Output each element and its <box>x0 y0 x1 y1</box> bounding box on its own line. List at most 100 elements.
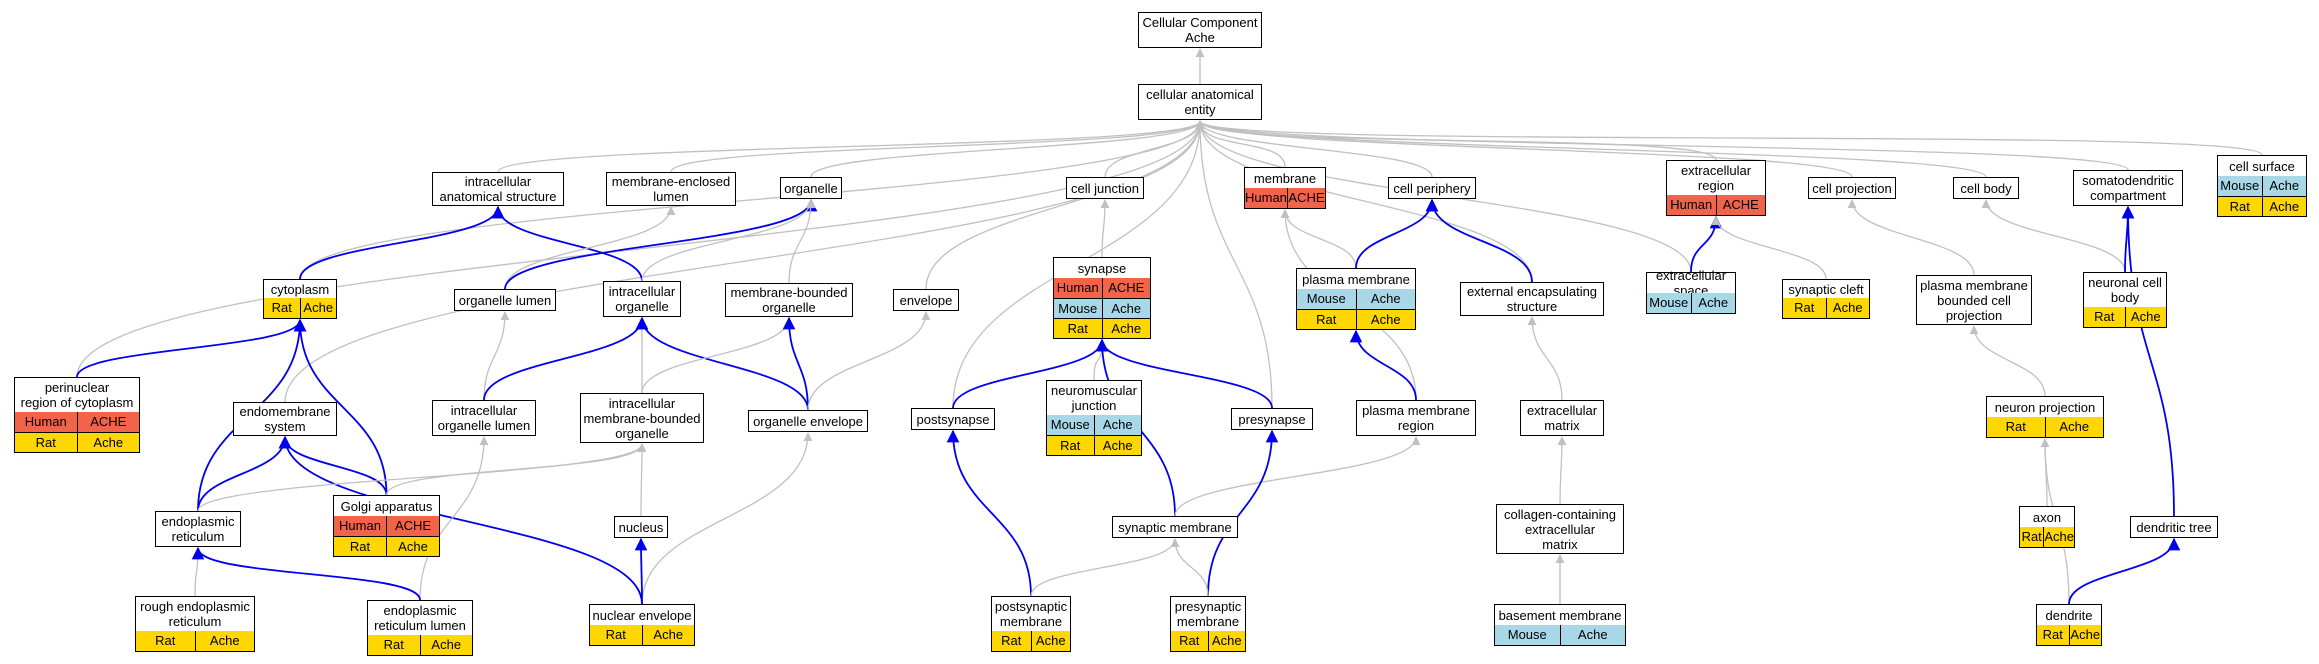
edge-is-a-mbo-to-organelle <box>788 199 816 284</box>
term-node-pmregion[interactable]: plasma membrane region <box>1356 400 1476 436</box>
term-node-synmem[interactable]: synaptic membrane <box>1112 516 1238 538</box>
edge-is-a-rer-to-er <box>193 547 203 597</box>
term-node-celljunction[interactable]: cell junction <box>1066 177 1144 199</box>
term-node-presyn[interactable]: presynapse <box>1231 408 1313 430</box>
term-node-endomem[interactable]: endomembrane system <box>233 402 337 436</box>
term-label: membrane <box>1244 167 1326 189</box>
species-cell: Rat <box>1001 633 1022 649</box>
term-node-orgenv[interactable]: organelle envelope <box>748 410 868 432</box>
edge-is-a-ias-to-cae <box>497 120 1205 173</box>
term-label: plasma membrane <box>1296 268 1416 290</box>
gene-cell: Ache <box>1101 298 1151 318</box>
species-cell: Rat <box>1060 437 1081 453</box>
term-node-envelope[interactable]: envelope <box>893 289 959 311</box>
term-label: neuronal cell body <box>2083 272 2167 308</box>
term-node-somato[interactable]: somatodendritic compartment <box>2073 170 2183 206</box>
gene-cell: Ache <box>2043 526 2074 547</box>
term-node-intorg[interactable]: intracellular organelle <box>603 281 681 317</box>
term-node-mbo[interactable]: membrane-bounded organelle <box>725 283 853 317</box>
term-node-root[interactable]: Cellular Component Ache <box>1138 12 1262 48</box>
term-label: postsynapse <box>911 408 995 430</box>
term-label: synaptic cleft <box>1782 279 1870 299</box>
term-node-imbo[interactable]: intracellular membrane-bounded organelle <box>580 393 704 443</box>
species-cell: Mouse <box>1050 417 1090 433</box>
term-node-dendtree[interactable]: dendritic tree <box>2130 516 2218 538</box>
term-node-mel[interactable]: membrane-enclosed lumen <box>606 172 736 206</box>
term-label: nucleus <box>614 516 668 538</box>
term-label: perinuclear region of cytoplasm <box>14 377 140 413</box>
edge-part-of-perinuc-to-cytoplasm <box>76 318 307 378</box>
gene-cell: Ache <box>76 432 140 452</box>
edge-is-a-er-to-imbo <box>197 443 647 512</box>
term-node-organelle[interactable]: organelle <box>780 177 842 199</box>
term-node-pmbcp[interactable]: plasma membrane bounded cell projection <box>1916 275 2032 325</box>
term-label: cell projection <box>1808 177 1896 199</box>
edge-part-of-intorg-to-ias <box>491 205 643 282</box>
term-node-ias[interactable]: intracellular anatomical structure <box>432 172 564 206</box>
gene-cell: ACHE <box>386 515 439 536</box>
term-label: intracellular organelle <box>603 281 681 317</box>
term-node-er[interactable]: endoplasmic reticulum <box>155 511 241 547</box>
gene-cell: Ache <box>2068 624 2102 645</box>
term-label: endoplasmic reticulum lumen <box>367 600 473 636</box>
gene-cell: ACHE <box>1715 194 1766 215</box>
edge-is-a-erlumen-to-intorglumen <box>419 436 489 601</box>
gene-cell: Ache <box>2261 175 2307 196</box>
term-node-intorglumen[interactable]: intracellular organelle lumen <box>432 400 536 436</box>
term-label: external encapsulating structure <box>1460 282 1604 316</box>
term-node-nucleus[interactable]: nucleus <box>614 516 668 538</box>
gene-cell: ACHE <box>1286 187 1325 208</box>
term-node-cellprojection[interactable]: cell projection <box>1808 177 1896 199</box>
term-node-cellbody[interactable]: cell body <box>1953 177 2019 199</box>
edge-part-of-er-to-endomem <box>197 435 292 512</box>
term-node-ecs[interactable]: external encapsulating structure <box>1460 282 1604 316</box>
edge-is-a-cellprojection-to-cae <box>1195 120 1853 178</box>
gene-cell: Ache <box>1093 414 1142 435</box>
term-node-cae[interactable]: cellular anatomical entity <box>1138 84 1262 120</box>
term-label: presynaptic membrane <box>1170 596 1246 632</box>
term-node-cellperiphery[interactable]: cell periphery <box>1388 177 1476 199</box>
edge-part-of-presynmem-to-presyn <box>1207 429 1279 597</box>
gene-cell: Ache <box>1690 292 1736 313</box>
gene-cell: Ache <box>299 297 337 318</box>
edge-is-a-golgi-to-imbo <box>385 443 647 496</box>
term-label: intracellular organelle lumen <box>432 400 536 436</box>
edge-part-of-dendtree-to-somato <box>2121 205 2175 517</box>
species-cell: Human <box>1670 197 1713 213</box>
edge-is-a-celljunction-to-cae <box>1104 120 1205 178</box>
term-node-orglumen[interactable]: organelle lumen <box>454 289 556 311</box>
term-node-collagen[interactable]: collagen-containing extracellular matrix <box>1496 504 1624 554</box>
species-cell: Mouse <box>1507 627 1547 643</box>
edge-is-a-ecm-to-ecs <box>1527 316 1563 401</box>
term-node-postsyn[interactable]: postsynapse <box>911 408 995 430</box>
term-label: nuclear envelope <box>589 604 695 626</box>
term-label: envelope <box>893 289 959 311</box>
term-node-ecm[interactable]: extracellular matrix <box>1520 400 1604 436</box>
term-label: basement membrane <box>1494 604 1626 626</box>
